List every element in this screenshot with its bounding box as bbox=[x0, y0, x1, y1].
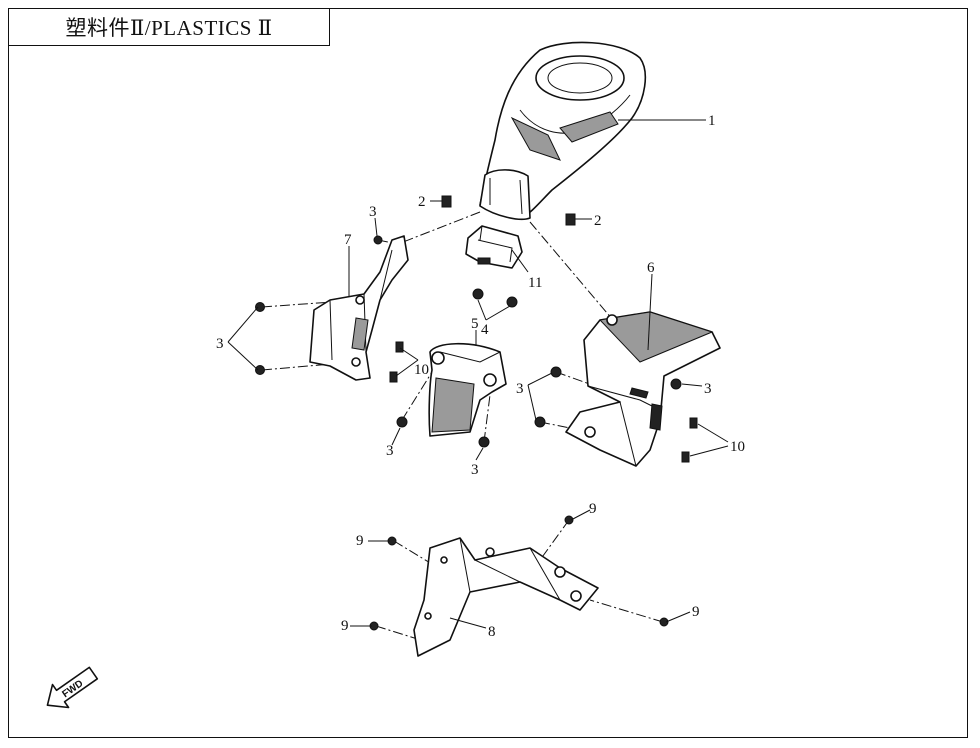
callout-3-mid-left: 3 bbox=[386, 443, 394, 459]
callout-11: 11 bbox=[528, 275, 542, 291]
screw-3-top bbox=[373, 235, 383, 245]
clip-10-left-a bbox=[395, 341, 404, 353]
callout-3-right-b: 3 bbox=[704, 381, 712, 397]
nut-4-right bbox=[506, 296, 518, 308]
callout-7: 7 bbox=[344, 232, 352, 248]
callout-8: 8 bbox=[488, 624, 496, 640]
clip-2-right bbox=[565, 213, 576, 226]
clip-10-left-b bbox=[389, 371, 398, 383]
leader-lines bbox=[227, 119, 729, 629]
clip-2-left bbox=[441, 195, 452, 208]
nut-4-left bbox=[472, 288, 484, 300]
callout-2-left: 2 bbox=[418, 194, 426, 210]
part-11-bracket bbox=[465, 225, 523, 269]
nut-3-right-upper bbox=[550, 366, 562, 378]
callout-9-left-bottom: 9 bbox=[341, 618, 349, 634]
screw-9-right bbox=[659, 617, 669, 627]
callout-4: 4 bbox=[481, 322, 489, 338]
nut-3-right-side bbox=[670, 378, 682, 390]
fasteners bbox=[255, 195, 698, 631]
callout-5: 5 bbox=[471, 316, 479, 332]
screw-9-top bbox=[564, 515, 574, 525]
part-7-left-panel bbox=[309, 235, 409, 381]
nut-3-right-lower bbox=[534, 416, 546, 428]
nut-3-left-lower bbox=[255, 365, 265, 375]
part-6-right-panel bbox=[565, 311, 721, 467]
callout-9-left-top: 9 bbox=[356, 533, 364, 549]
callout-9-right: 9 bbox=[692, 604, 700, 620]
diagram-frame bbox=[8, 8, 968, 738]
nut-3-mid-left bbox=[396, 416, 408, 428]
callout-3-mid-bottom: 3 bbox=[471, 462, 479, 478]
part-8-lower-bracket bbox=[413, 537, 599, 657]
fwd-arrow: FWD bbox=[46, 666, 99, 709]
clip-10-right-b bbox=[681, 451, 690, 463]
title-box: 塑料件Ⅱ/PLASTICS Ⅱ bbox=[8, 8, 330, 46]
part-5-center-column bbox=[428, 342, 507, 437]
callout-3-left: 3 bbox=[216, 336, 224, 352]
page-title: 塑料件Ⅱ/PLASTICS Ⅱ bbox=[65, 16, 273, 40]
callout-10-left: 10 bbox=[414, 362, 429, 378]
clip-10-right-a bbox=[689, 417, 698, 429]
nut-3-left-upper bbox=[255, 302, 265, 312]
callout-2-right: 2 bbox=[594, 213, 602, 229]
fwd-arrow-icon bbox=[46, 666, 99, 709]
callout-6: 6 bbox=[647, 260, 655, 276]
callout-3-top: 3 bbox=[369, 204, 377, 220]
callout-10-right: 10 bbox=[730, 439, 745, 455]
callout-1: 1 bbox=[708, 113, 716, 129]
nut-3-mid-bottom bbox=[478, 436, 490, 448]
part-1-top-cover bbox=[479, 41, 647, 221]
callouts: 1 2 2 3 3 7 11 4 5 10 3 3 3 3 6 10 9 9 9… bbox=[216, 113, 745, 640]
callout-3-right-a: 3 bbox=[516, 381, 524, 397]
callout-9-top: 9 bbox=[589, 501, 597, 517]
